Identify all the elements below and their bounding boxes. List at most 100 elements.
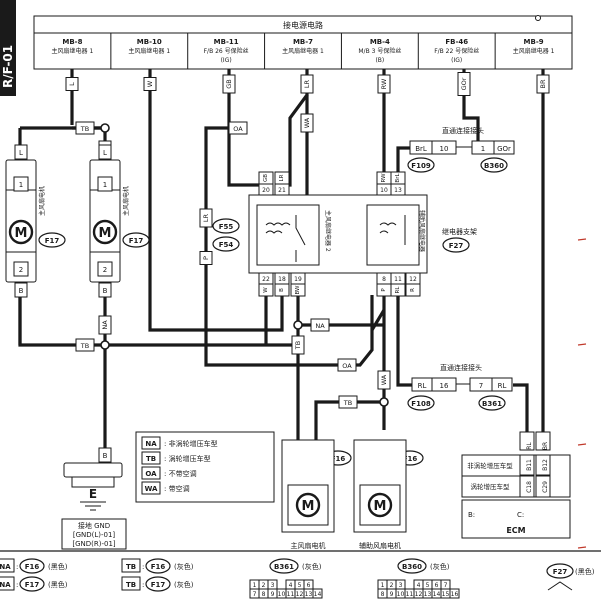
footer-connector: NA:F17(黑色) [0, 576, 68, 592]
wire-color-label: OA [337, 358, 357, 372]
bus-cell-code: FB-46 [445, 38, 468, 46]
svg-text:3: 3 [399, 582, 403, 589]
bus-cell-name: 主风扇继电器 1 [52, 47, 94, 55]
svg-text:7: 7 [444, 582, 448, 589]
wire-color-label: WA [300, 113, 314, 133]
svg-text:16: 16 [440, 382, 449, 390]
wire-color-label: LR [300, 74, 314, 94]
svg-text:GOr: GOr [460, 77, 468, 90]
svg-text:1: 1 [381, 582, 385, 589]
svg-text:GB: GB [263, 174, 269, 182]
svg-text::: : [142, 563, 144, 571]
svg-text:2: 2 [19, 266, 23, 274]
svg-text:OA: OA [342, 362, 352, 370]
sub-relay-label: 辅助风扇继电器 [418, 210, 426, 252]
svg-text:5: 5 [426, 582, 430, 589]
wire-color-label: NA [310, 318, 330, 332]
svg-text:8: 8 [262, 591, 266, 598]
wire-color-label: WA [377, 370, 391, 390]
svg-text:W: W [263, 287, 269, 293]
svg-text:F16: F16 [25, 563, 40, 571]
relay-holder-label: 继电器支架 [442, 227, 477, 236]
wire-color-label: GOr [457, 72, 471, 96]
svg-text:NA: NA [0, 581, 11, 589]
svg-text::: : [142, 581, 144, 589]
wire-color-label: TB [291, 335, 305, 355]
svg-text:LR: LR [303, 79, 311, 88]
svg-text:11: 11 [394, 276, 402, 283]
svg-text:L: L [68, 82, 76, 86]
connector-f17b: F17 [122, 232, 150, 248]
bus-cell-code: MB-8 [62, 38, 82, 46]
svg-text:WA: WA [145, 485, 158, 493]
svg-text:8: 8 [381, 591, 385, 598]
svg-text:(黑色): (黑色) [48, 580, 68, 589]
margin-marks [577, 238, 587, 549]
bus-cell-code: MB-10 [137, 38, 162, 46]
svg-text:1: 1 [103, 181, 107, 189]
wire-color-label: OA [228, 121, 248, 135]
svg-text:L: L [19, 149, 23, 157]
svg-text:8: 8 [382, 276, 386, 283]
svg-text:(灰色): (灰色) [302, 562, 322, 571]
sub-motor-label-1: 主风扇电机 [291, 541, 326, 550]
svg-text:W: W [146, 80, 154, 87]
bus-cell-name: F/B 26 号保险丝 [204, 47, 249, 55]
svg-text:1: 1 [19, 181, 23, 189]
bus-cell-code: MB-9 [524, 38, 544, 46]
wire-color-label: LR [199, 208, 213, 228]
svg-text:F27: F27 [449, 242, 464, 250]
relay-holder: 主风扇继电器 2 辅助风扇继电器 继电器支架 [248, 194, 477, 274]
connector-f17a: F17 [38, 232, 66, 248]
svg-text:: 带空调: : 带空调 [164, 484, 190, 493]
legend-row: OA: 不带空调 [141, 466, 197, 480]
wire-color-label: B [98, 447, 112, 463]
svg-text:B: B [103, 287, 108, 295]
svg-text:9: 9 [390, 591, 394, 598]
connector-footer: NA:F16(黑色)NA:F17(黑色)TB:F16(灰色)TB:F17(灰色)… [0, 558, 595, 599]
svg-text:2: 2 [390, 582, 394, 589]
svg-text:RL: RL [418, 382, 427, 390]
wire-color-label: RW [377, 74, 391, 94]
svg-text:直通连接接头: 直通连接接头 [442, 126, 484, 135]
svg-text:M: M [374, 499, 387, 514]
svg-text:13: 13 [394, 187, 402, 194]
connector-f109: F109 [407, 157, 435, 173]
svg-text:10: 10 [278, 591, 286, 598]
wire-color-label: NA [98, 315, 112, 335]
wire-color-label: TB [75, 338, 95, 352]
svg-text:OA: OA [145, 470, 157, 478]
main-motor-label-left: 主风扇电机 [38, 186, 46, 216]
connector-f55: F55 [212, 218, 240, 234]
svg-text:(灰色): (灰色) [174, 562, 194, 571]
svg-text:L: L [103, 149, 107, 157]
svg-text:6: 6 [307, 582, 311, 589]
legend-row: TB: 涡轮增压车型 [141, 451, 211, 465]
svg-text:F16: F16 [151, 563, 166, 571]
svg-text:TB: TB [294, 341, 302, 350]
svg-text:11: 11 [406, 591, 414, 598]
svg-text:B:: B: [468, 511, 475, 519]
bus-cell-sub: (IG) [451, 57, 462, 64]
connector-b360: B360 [480, 157, 508, 173]
svg-text:(灰色): (灰色) [174, 580, 194, 589]
svg-text:7: 7 [253, 591, 257, 598]
svg-text:BW: BW [295, 285, 301, 295]
left-motor-pins: 1 2 1 2 [13, 176, 113, 277]
svg-text:非涡轮增压车型: 非涡轮增压车型 [467, 461, 513, 470]
bus-cell-name: 主风扇继电器 1 [513, 47, 555, 55]
svg-text:WA: WA [380, 374, 388, 385]
svg-text:F108: F108 [411, 400, 431, 408]
svg-text:22: 22 [262, 276, 270, 283]
svg-text:NA: NA [0, 563, 11, 571]
svg-text:: 涡轮增压车型: : 涡轮增压车型 [164, 454, 211, 463]
connector-f54: F54 [212, 236, 240, 252]
bus-cell-name: 主风扇继电器 1 [128, 47, 170, 55]
connector-b361: B361 [478, 395, 506, 411]
svg-text:P: P [381, 288, 387, 292]
